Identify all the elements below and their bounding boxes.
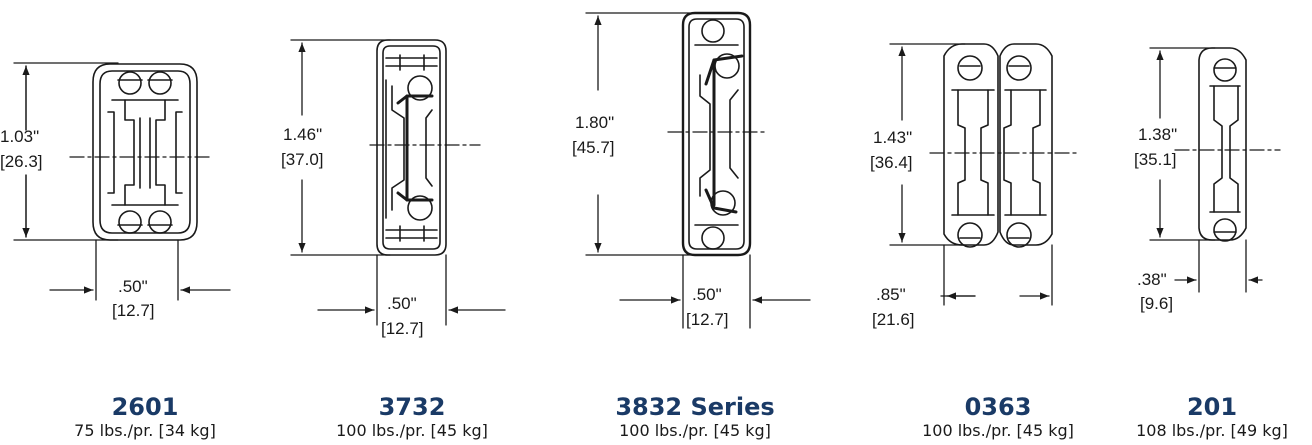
width-in-2601: .50" xyxy=(118,277,148,296)
width-mm-201: [9.6] xyxy=(1140,294,1173,313)
width-in-201: .38" xyxy=(1137,270,1167,289)
profile-3732 xyxy=(376,39,447,256)
width-in-3732: .50" xyxy=(387,294,417,313)
load-rating: 100 lbs./pr. [45 kg] xyxy=(619,421,771,440)
width-in-0363: .85" xyxy=(876,285,906,304)
model-number: 3832 Series xyxy=(615,393,775,421)
height-mm-2601: [26.3] xyxy=(0,152,43,171)
height-mm-0363: [36.4] xyxy=(870,153,913,172)
height-in-3832-series: 1.80" xyxy=(575,113,614,132)
model-number: 3732 xyxy=(378,393,446,421)
caption-201: 201 108 lbs./pr. [49 kg] xyxy=(1112,393,1312,441)
load-rating: 75 lbs./pr. [34 kg] xyxy=(74,421,216,440)
height-mm-3832-series: [45.7] xyxy=(572,138,615,157)
load-rating: 100 lbs./pr. [45 kg] xyxy=(922,421,1074,440)
caption-2601: 2601 75 lbs./pr. [34 kg] xyxy=(25,393,265,441)
dimension-lines xyxy=(13,12,1281,329)
wire-3732 xyxy=(396,94,434,202)
width-in-3832-series: .50" xyxy=(692,285,722,304)
width-mm-3832-series: [12.7] xyxy=(686,310,729,329)
width-mm-2601: [12.7] xyxy=(112,301,155,320)
model-number: 2601 xyxy=(111,393,179,421)
width-mm-3732: [12.7] xyxy=(381,319,424,338)
load-rating: 100 lbs./pr. [45 kg] xyxy=(336,421,488,440)
caption-3732: 3732 100 lbs./pr. [45 kg] xyxy=(292,393,532,441)
height-in-201: 1.38" xyxy=(1138,125,1177,144)
height-in-3732: 1.46" xyxy=(283,125,322,144)
wire-3832-series xyxy=(704,54,744,214)
profile-201 xyxy=(1198,47,1247,242)
height-mm-201: [35.1] xyxy=(1134,150,1177,169)
profile-2601 xyxy=(92,63,198,241)
profile-3832-series xyxy=(681,11,752,257)
height-in-0363: 1.43" xyxy=(873,128,912,147)
height-in-2601: 1.03" xyxy=(0,127,39,146)
profile-0363 xyxy=(943,43,1053,248)
height-mm-3732: [37.0] xyxy=(281,150,324,169)
caption-3832-series: 3832 Series 100 lbs./pr. [45 kg] xyxy=(575,393,815,441)
model-number: 201 xyxy=(1186,393,1238,421)
caption-0363: 0363 100 lbs./pr. [45 kg] xyxy=(878,393,1118,441)
dimension-labels: 1.03" [26.3] .50" [12.7] 1.46" [37.0] .5… xyxy=(0,113,1177,338)
load-rating: 108 lbs./pr. [49 kg] xyxy=(1136,421,1288,440)
width-mm-0363: [21.6] xyxy=(872,310,915,329)
model-number: 0363 xyxy=(964,393,1032,421)
